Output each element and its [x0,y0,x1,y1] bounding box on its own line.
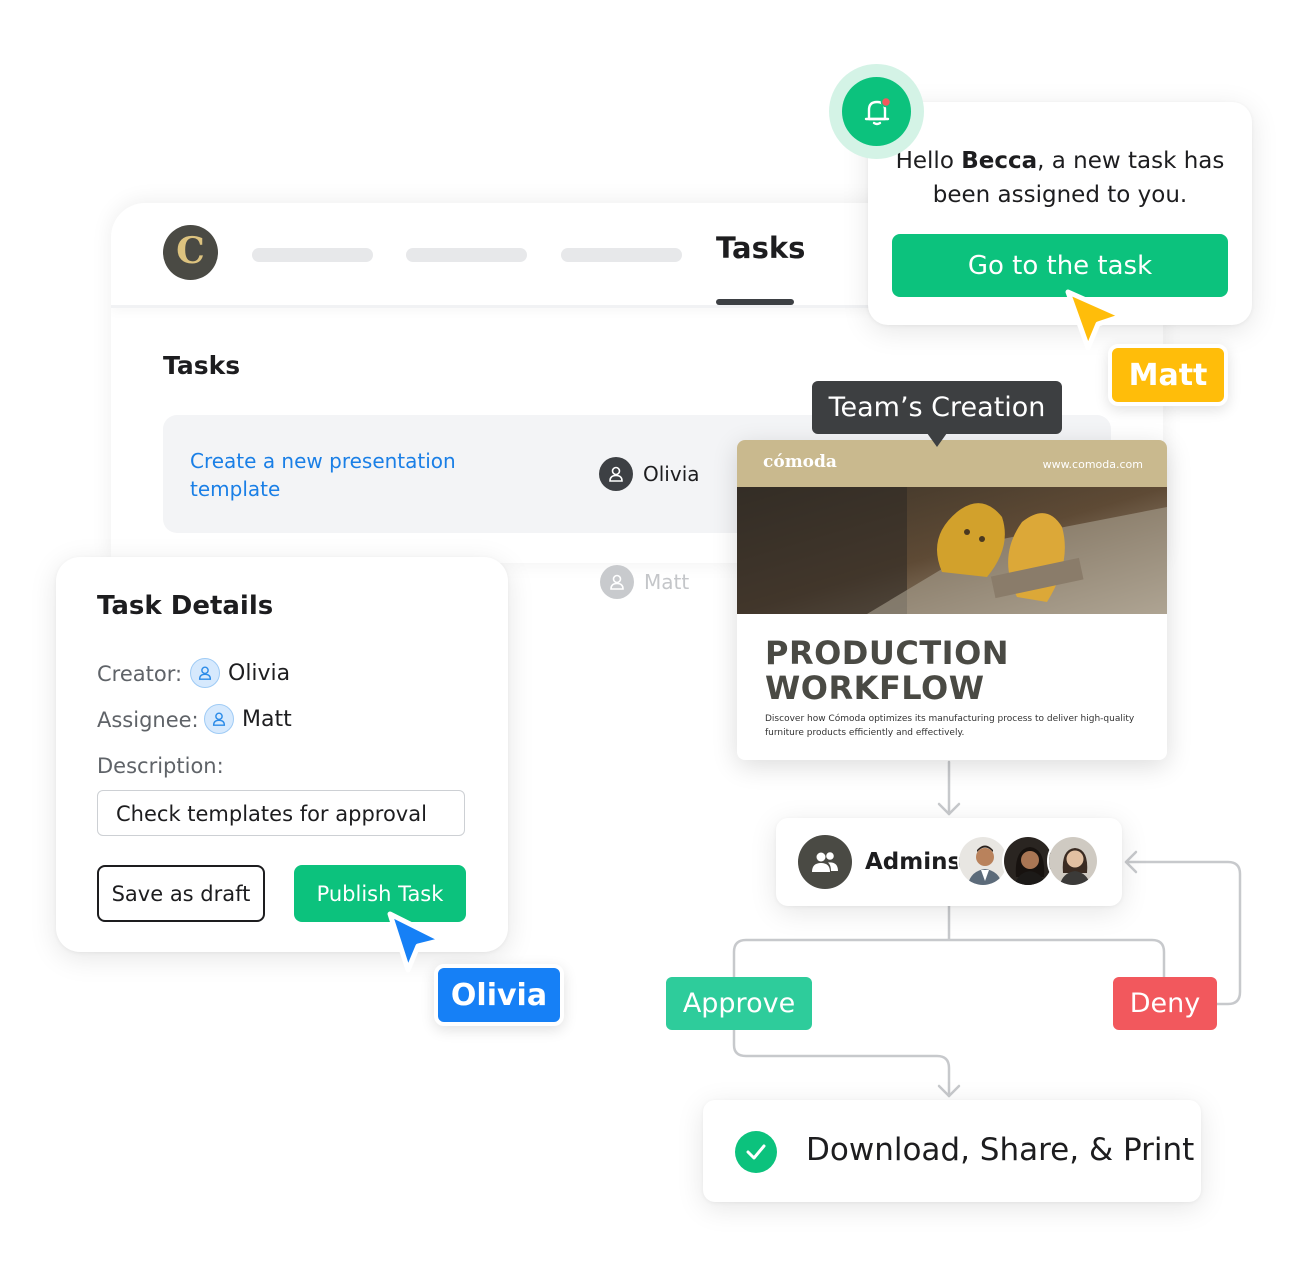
go-to-task-button[interactable]: Go to the task [892,234,1228,297]
user-icon [190,658,220,688]
save-as-draft-button[interactable]: Save as draft [97,865,265,922]
faded-task-assignee: Matt [600,565,689,599]
notification-message: Hello Becca, a new task has been assigne… [895,148,1225,208]
teams-creation-tooltip: Team’s Creation [812,381,1062,434]
assignee-name: Matt [644,570,690,594]
user-icon [600,565,634,599]
brochure-url: www.comoda.com [1042,458,1143,471]
deny-loop-line [1124,860,1242,1006]
final-step-label: Download, Share, & Print [806,1132,1195,1168]
app-logo[interactable]: C [163,225,218,280]
approve-button[interactable]: Approve [666,977,812,1030]
group-icon [798,835,852,889]
deny-loop-arrowhead [1124,850,1138,874]
deny-button[interactable]: Deny [1113,977,1217,1030]
app-header: C Tasks [111,203,1163,308]
bell-icon[interactable] [842,77,911,146]
cursor-pointer-icon [1065,289,1125,351]
assignee-value: Matt [204,704,292,734]
publish-task-button[interactable]: Publish Task [294,865,466,922]
user-icon [599,457,633,491]
brochure-photo [737,487,1167,614]
page-title: Tasks [163,351,241,380]
nav-placeholder-2[interactable] [406,248,527,262]
creator-value: Olivia [190,658,290,688]
description-label: Description: [97,754,224,778]
avatar [1047,835,1099,887]
assignee-label: Assignee: [97,708,199,732]
brochure-logo: cómoda [763,452,837,472]
brochure-preview[interactable]: cómoda www.comoda.com PRODUCTION WORKFLO… [737,440,1167,760]
approve-to-final-line [732,1028,951,1098]
task-details-panel: Task Details Creator: Olivia Assignee: M… [56,557,508,952]
task-title-link[interactable]: Create a new presentation template [190,449,456,501]
notification-card: Hello Becca, a new task has been assigne… [868,102,1252,325]
admins-split-line [732,904,1166,979]
cursor-label-matt: Matt [1108,344,1228,406]
brochure-description: Discover how Cómoda optimizes its manufa… [765,714,1135,738]
assignee-name: Olivia [643,462,700,486]
approve-to-final-arrowhead [937,1084,961,1098]
brochure-header: cómoda www.comoda.com [737,440,1167,487]
final-step-card: Download, Share, & Print [703,1100,1201,1202]
avatar [1002,835,1054,887]
brochure-title: PRODUCTION WORKFLOW [765,634,1010,707]
brochure-to-admins-arrowhead [937,802,961,816]
avatar [957,835,1009,887]
user-name: Becca [961,148,1038,174]
check-icon [735,1131,777,1173]
description-field[interactable]: Check templates for approval [97,790,465,836]
active-tab-indicator [716,299,794,305]
cursor-pointer-icon [387,911,445,973]
tooltip-arrow [927,433,947,447]
cursor-label-olivia: Olivia [434,964,564,1026]
tab-tasks[interactable]: Tasks [716,231,806,265]
admins-label: Admins [865,849,962,875]
user-icon [204,704,234,734]
task-assignee: Olivia [599,457,700,491]
nav-placeholder-3[interactable] [561,248,682,262]
creator-label: Creator: [97,662,183,686]
admins-card[interactable]: Admins [776,818,1122,906]
panel-title: Task Details [97,591,274,621]
nav-placeholder-1[interactable] [252,248,373,262]
